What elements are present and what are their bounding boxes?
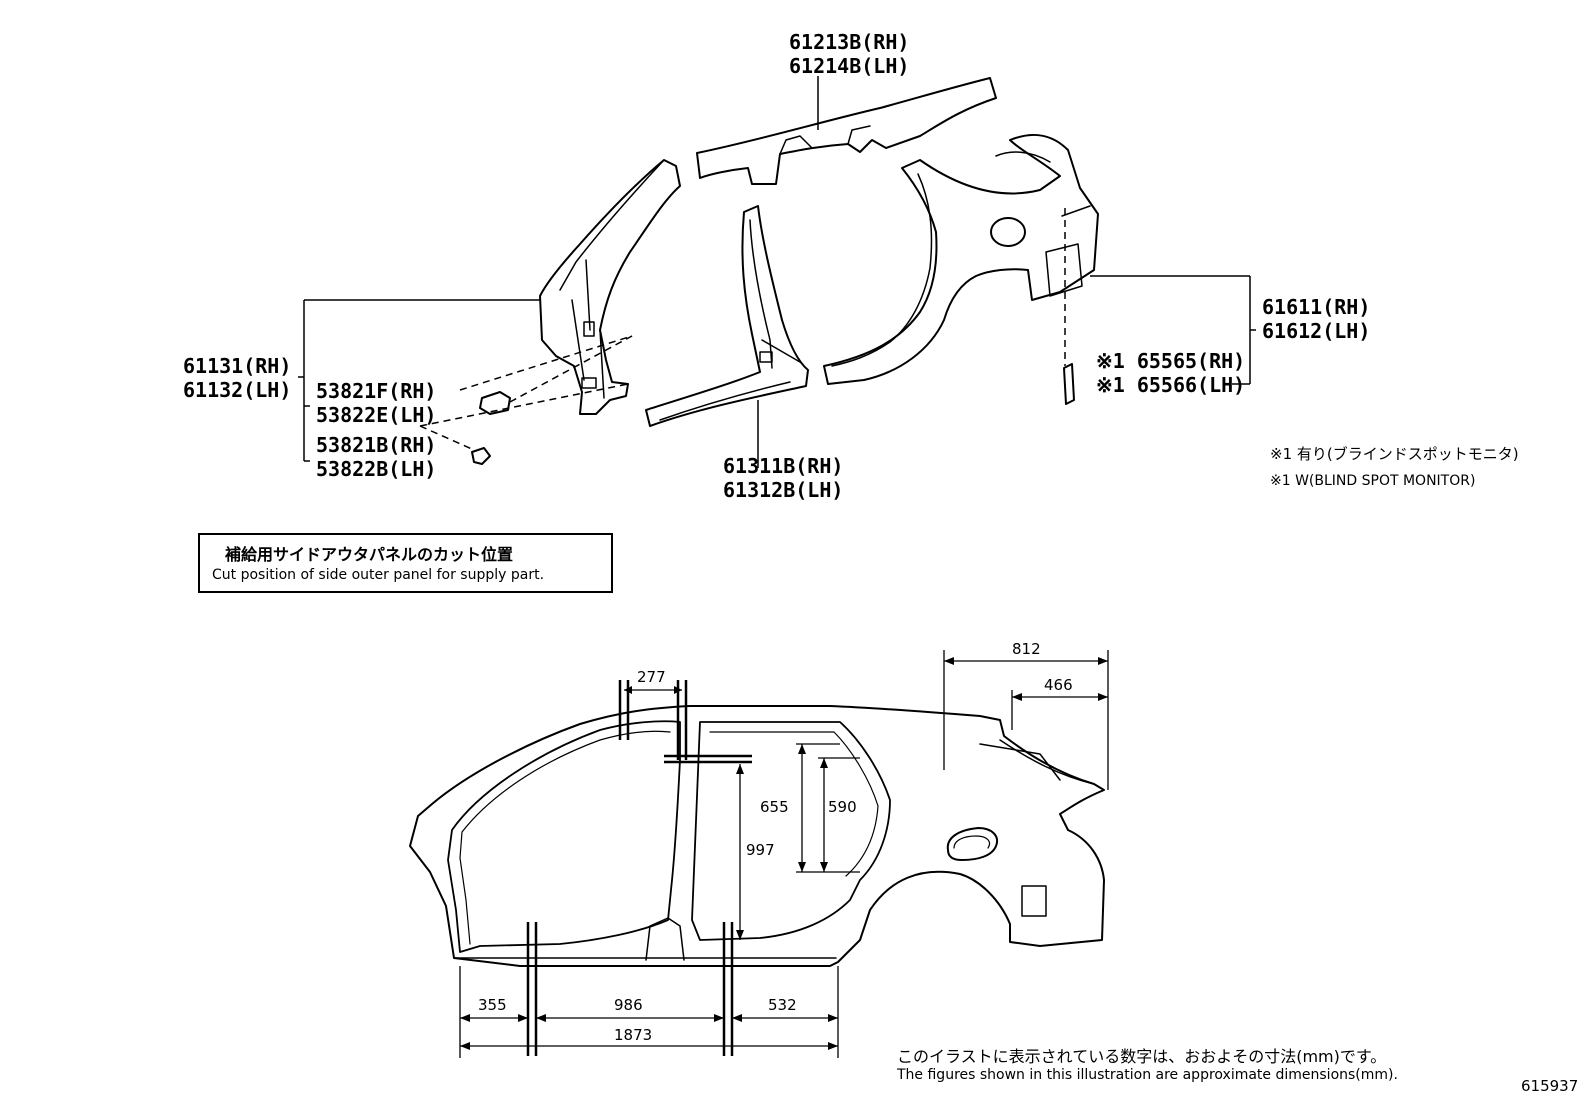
dim-1873: 1873: [614, 1026, 652, 1044]
figure-id: 615937: [1521, 1077, 1579, 1095]
dim-986: 986: [614, 996, 643, 1014]
dimension-note-jp: このイラストに表示されている数字は、おおよその寸法(mm)です。: [897, 1047, 1387, 1066]
part-label-61311b: 61311B(RH): [723, 454, 843, 478]
footnote-jp: ※1 有り(ブラインドスポットモニタ): [1270, 445, 1519, 463]
dim-277: 277: [637, 668, 666, 686]
part-label-61213b: 61213B(RH): [789, 30, 909, 54]
bracket-53821f-drawing: [479, 391, 511, 415]
dim-655: 655: [760, 798, 789, 816]
dim-466: 466: [1044, 676, 1073, 694]
dim-532: 532: [768, 996, 797, 1014]
side-outer-panel-drawing: [409, 705, 1105, 968]
part-label-65565: ※1 65565(RH): [1096, 349, 1245, 373]
cut-position-legend: 補給用サイドアウタパネルのカット位置 Cut position of side …: [198, 533, 613, 593]
center-pillar-drawing: [645, 205, 809, 427]
part-label-61131: 61131(RH): [183, 354, 291, 378]
part-label-61312b: 61312B(LH): [723, 478, 843, 502]
part-label-53821f: 53821F(RH): [316, 379, 436, 403]
part-label-61132: 61132(LH): [183, 378, 291, 402]
dim-812: 812: [1012, 640, 1041, 658]
part-label-61612: 61612(LH): [1262, 319, 1370, 343]
part-label-61214b: 61214B(LH): [789, 54, 909, 78]
bsm-sensor-drawing: [1063, 363, 1075, 405]
part-label-53821b: 53821B(RH): [316, 433, 436, 457]
quarter-panel-drawing: [823, 133, 1099, 385]
cut-position-legend-jp: 補給用サイドアウタパネルのカット位置: [225, 545, 514, 564]
part-label-61611: 61611(RH): [1262, 295, 1370, 319]
dim-355: 355: [478, 996, 507, 1014]
cut-position-legend-en: Cut position of side outer panel for sup…: [212, 567, 545, 583]
dimension-note-en: The figures shown in this illustration a…: [897, 1067, 1398, 1083]
front-pillar-drawing: [539, 159, 681, 415]
cut-line-rocker-rear: [722, 922, 734, 1056]
cut-line-rocker-front: [526, 922, 538, 1056]
part-label-53822b: 53822B(LH): [316, 457, 436, 481]
bracket-53821b-drawing: [471, 447, 491, 465]
cut-line-roof-front: [676, 680, 688, 760]
dim-590: 590: [828, 798, 857, 816]
footnote-en: ※1 W(BLIND SPOT MONITOR): [1270, 473, 1475, 489]
roof-side-rail-drawing: [696, 77, 997, 185]
part-label-53822e: 53822E(LH): [316, 403, 436, 427]
part-label-65566: ※1 65566(LH): [1096, 373, 1245, 397]
dim-997: 997: [746, 841, 775, 859]
